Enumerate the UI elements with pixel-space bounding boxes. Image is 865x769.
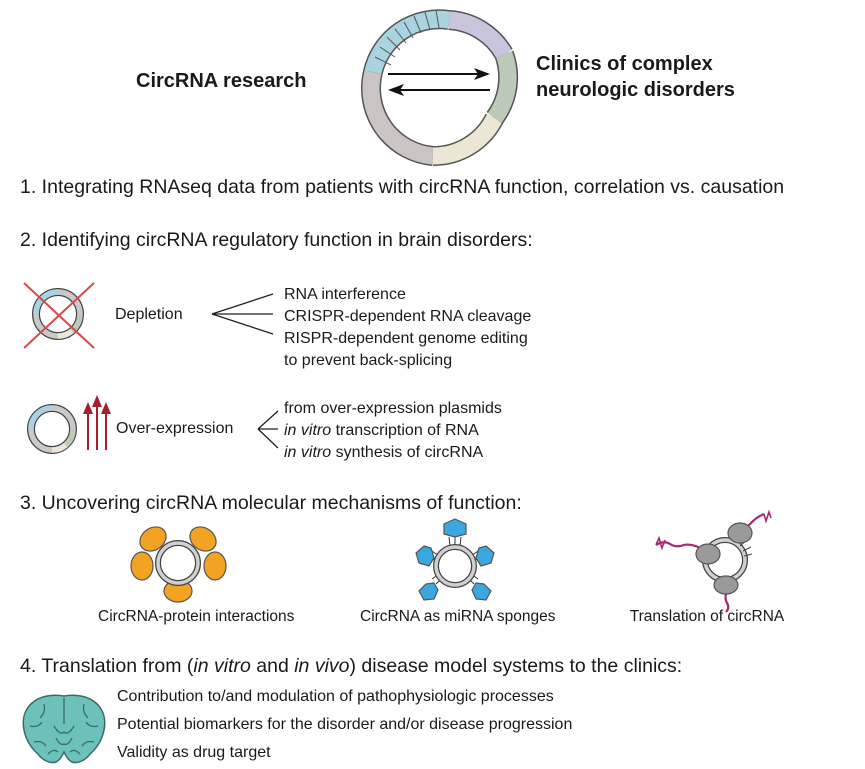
section-2-title: 2. Identifying circRNA regulatory functi… xyxy=(20,229,533,251)
method-3-rest: synthesis of circRNA xyxy=(331,444,484,461)
overexpression-method-1: from over-expression plasmids xyxy=(284,400,502,417)
mechanism-sponge-caption: CircRNA as miRNA sponges xyxy=(360,608,556,625)
s4-in-vivo: in vivo xyxy=(294,655,350,677)
depletion-method: CRISPR-dependent RNA cleavage xyxy=(284,308,532,325)
overexpression-label: Over-expression xyxy=(116,420,234,437)
overexpression-circle-icon xyxy=(27,395,111,454)
protein-interaction-icon xyxy=(130,526,227,603)
mechanism-protein-caption: CircRNA-protein interactions xyxy=(98,608,295,625)
s4-suffix: ) disease model systems to the clinics: xyxy=(349,655,683,677)
header-right-label-line2: neurologic disorders xyxy=(536,79,735,101)
depletion-circle-icon xyxy=(23,282,95,349)
section-3-title: 3. Uncovering circRNA molecular mechanis… xyxy=(20,492,522,514)
big-circrna-ring xyxy=(361,9,519,167)
depletion-method: RNA interference xyxy=(284,286,406,303)
s4-in-vitro: in vitro xyxy=(193,655,251,677)
section-1-title: 1. Integrating RNAseq data from patients… xyxy=(20,176,785,198)
depletion-label: Depletion xyxy=(115,306,183,323)
depletion-method: to prevent back-splicing xyxy=(284,352,453,369)
clinics-item: Validity as drug target xyxy=(117,744,271,761)
translation-icon xyxy=(655,509,772,613)
method-2-italic: in vitro xyxy=(284,422,332,439)
overexpression-method-2: in vitro transcription of RNA xyxy=(284,420,479,441)
s4-and: and xyxy=(250,655,295,677)
clinics-item: Potential biomarkers for the disorder an… xyxy=(117,716,573,733)
method-3-italic: in vitro xyxy=(284,444,332,461)
clinics-item: Contribution to/and modulation of pathop… xyxy=(117,688,554,705)
brain-icon xyxy=(22,694,106,764)
depletion-branch-lines xyxy=(211,293,274,335)
method-2-rest: transcription of RNA xyxy=(331,422,479,439)
mirna-sponge-icon xyxy=(415,518,495,601)
mechanism-translation-caption: Translation of circRNA xyxy=(629,608,785,625)
header-right-label-line1: Clinics of complex xyxy=(536,53,713,75)
overexpression-branch-lines xyxy=(257,410,279,449)
overexpression-method-3: in vitro synthesis of circRNA xyxy=(284,442,483,463)
section-4-title: 4. Translation from (in vitro and in viv… xyxy=(20,654,682,678)
depletion-method: RISPR-dependent genome editing xyxy=(284,330,528,347)
s4-prefix: 4. Translation from ( xyxy=(20,655,194,677)
header-left-label: CircRNA research xyxy=(136,70,307,92)
